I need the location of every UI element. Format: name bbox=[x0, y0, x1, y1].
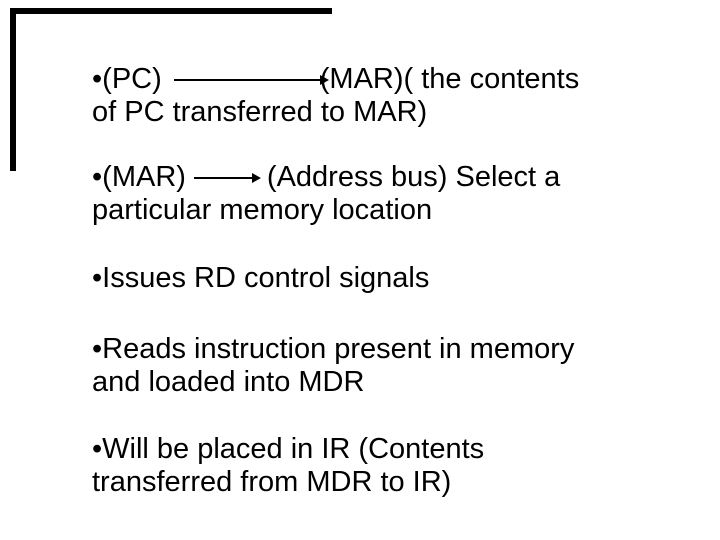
bullet-text: Reads instruction present in memory bbox=[102, 333, 575, 365]
bullet-text: (MAR)( the contents bbox=[319, 63, 580, 95]
bullet-text: (MAR) bbox=[102, 161, 186, 193]
frame-mark-left bbox=[10, 8, 16, 171]
right-arrow bbox=[173, 75, 329, 86]
bullet-line: •Reads instruction present in memory bbox=[92, 333, 672, 366]
bullet-marker: • bbox=[92, 433, 103, 465]
bullet-marker: • bbox=[92, 262, 103, 294]
bullet-issues-rd: •Issues RD control signals bbox=[92, 262, 672, 295]
bullet-text: (Address bus) Select a bbox=[266, 161, 561, 193]
bullet-line: •(PC) (MAR)( the contents bbox=[92, 63, 672, 96]
bullet-text: transferred from MDR to IR) bbox=[92, 466, 452, 498]
bullet-marker: • bbox=[92, 63, 103, 95]
frame-mark-top bbox=[10, 8, 332, 14]
bullet-text: particular memory location bbox=[92, 194, 433, 226]
bullet-marker: • bbox=[92, 161, 103, 193]
bullet-placed-in-ir: •Will be placed in IR (Contents transfer… bbox=[92, 433, 672, 499]
right-arrow bbox=[193, 173, 261, 184]
bullet-line: •Will be placed in IR (Contents bbox=[92, 433, 672, 466]
bullet-line: particular memory location bbox=[92, 194, 672, 227]
bullet-text: Issues RD control signals bbox=[102, 262, 430, 294]
bullet-text: and loaded into MDR bbox=[92, 366, 365, 398]
bullet-pc-to-mar: •(PC) (MAR)( the contents of PC transferr… bbox=[92, 63, 672, 129]
bullet-line: •Issues RD control signals bbox=[92, 262, 672, 295]
bullet-mar-to-address-bus: •(MAR) (Address bus) Select a particular … bbox=[92, 161, 672, 227]
bullet-text: (PC) bbox=[102, 63, 162, 95]
bullet-line: and loaded into MDR bbox=[92, 366, 672, 399]
bullet-line: of PC transferred to MAR) bbox=[92, 96, 672, 129]
bullet-reads-instruction: •Reads instruction present in memory and… bbox=[92, 333, 672, 399]
bullet-text: Will be placed in IR (Contents bbox=[102, 433, 485, 465]
bullet-line: •(MAR) (Address bus) Select a bbox=[92, 161, 672, 194]
bullet-marker: • bbox=[92, 333, 103, 365]
bullet-text: of PC transferred to MAR) bbox=[92, 96, 428, 128]
bullet-line: transferred from MDR to IR) bbox=[92, 466, 672, 499]
